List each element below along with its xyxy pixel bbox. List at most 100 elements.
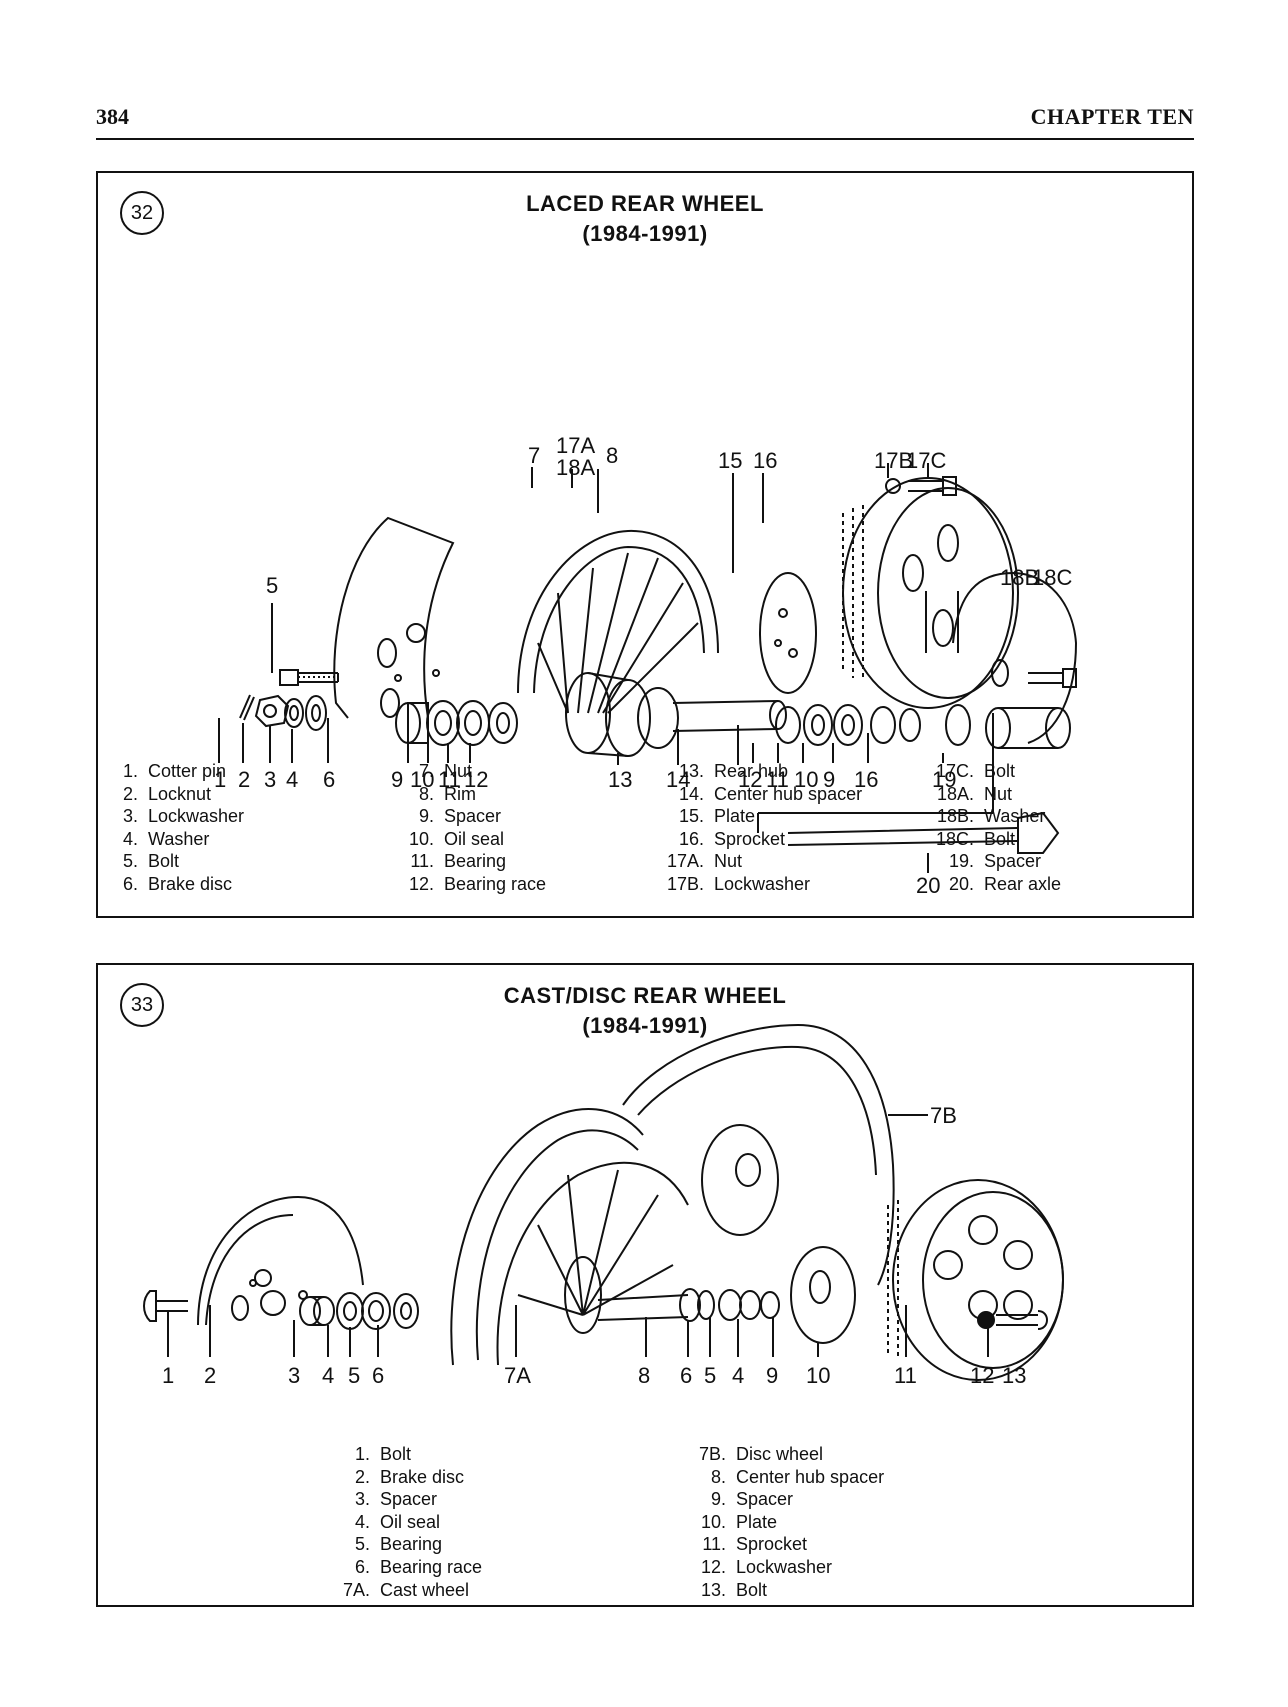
callout-15: 15: [718, 448, 742, 473]
callout-4: 4: [322, 1363, 334, 1388]
callout-13: 13: [608, 767, 632, 792]
legend-item-number: 2.: [354, 1466, 370, 1487]
callout-8: 8: [638, 1363, 650, 1388]
legend-item-number: 17B.: [666, 873, 704, 894]
legend-item: 12.Bearing race: [388, 873, 546, 896]
legend-item: 20. Rear axle: [928, 873, 1061, 896]
legend-item-number: 12.: [700, 1556, 726, 1577]
callout-20: 20: [916, 873, 940, 898]
legend-item: 8.Center hub spacer: [680, 1466, 884, 1489]
legend-item-number: 19.: [948, 851, 974, 872]
legend-item-label: Spacer: [380, 1489, 438, 1510]
legend-item: 2.Locknut: [104, 783, 244, 806]
legend-item: 14.Center hub spacer: [658, 783, 862, 806]
callout-5-right: 5: [704, 1363, 716, 1388]
legend-item-number: 7.: [418, 761, 434, 781]
legend-item: 13.Bolt: [680, 1579, 884, 1602]
legend-item-number: 10.: [408, 828, 434, 849]
legend-item-label: Rim: [444, 783, 476, 804]
callout-18c: 18C: [1032, 565, 1072, 590]
legend-item-label: Washer: [984, 806, 1046, 827]
legend-item: 19.Spacer: [928, 850, 1061, 873]
legend-item: 1. Bolt: [328, 1443, 482, 1466]
callout-13: 13: [1002, 1363, 1026, 1388]
legend-item: 16.Sprocket: [658, 828, 862, 851]
legend-item-label: Bolt: [380, 1444, 412, 1464]
callout-11: 11: [894, 1363, 917, 1388]
legend-item-number: 4.: [354, 1511, 370, 1532]
legend-item-number: 17A.: [666, 851, 704, 872]
callout-2: 2: [204, 1363, 216, 1388]
figure-title-line1: LACED REAR WHEEL: [526, 191, 764, 216]
legend-item: 1.Cotter pin: [104, 760, 244, 783]
legend-item-number: 9.: [710, 1489, 726, 1510]
legend-item: 11.Bearing: [388, 850, 546, 873]
legend-item-number: 18A.: [936, 783, 974, 804]
legend-item-number: 6.: [122, 873, 138, 894]
callout-6: 6: [372, 1363, 384, 1388]
legend-item: 7B.Disc wheel: [680, 1443, 884, 1466]
callout-10: 10: [410, 767, 434, 792]
legend-item-number: 11.: [702, 1534, 726, 1555]
legend-item-label: Plate: [736, 1511, 778, 1532]
callout-9-right: 9: [823, 767, 835, 792]
legend-item: 12. Lockwasher: [680, 1556, 884, 1579]
legend-item-number: 1.: [354, 1444, 370, 1464]
legend-item-label: Bearing race: [444, 873, 547, 894]
legend-item: 2. Brake disc: [328, 1466, 482, 1489]
legend-item-label: Lockwasher: [736, 1556, 833, 1577]
callout-7: 7: [528, 443, 540, 468]
legend-item-number: 7B.: [698, 1444, 726, 1464]
legend-item-label: Brake disc: [148, 873, 233, 894]
legend-item-number: 3.: [354, 1489, 370, 1510]
legend-item-label: Center hub spacer: [736, 1466, 885, 1487]
callout-17a: 17A: [556, 433, 595, 458]
callout-4-right: 4: [732, 1363, 744, 1388]
legend-item: 10.Oil seal: [388, 828, 546, 851]
legend-item-number: 1.: [122, 761, 138, 781]
legend-item: 6. Brake disc: [104, 873, 244, 896]
legend-item: 13.Rear hub: [658, 760, 862, 783]
legend-item-number: 3.: [122, 806, 138, 827]
legend-item-label: Bearing: [444, 851, 507, 872]
figure-title-line2: (1984-1991): [582, 221, 708, 246]
legend-item-number: 13.: [700, 1579, 726, 1600]
legend-column-4: 17C.Bolt 18A.Nut 18B.Washer 18C.Bolt 19.…: [928, 760, 1061, 896]
figure-title: LACED REAR WHEEL (1984-1991): [98, 189, 1192, 249]
legend-item-label: Bolt: [148, 851, 180, 872]
legend-item-number: 20.: [948, 873, 974, 894]
legend-item-number: 4.: [122, 828, 138, 849]
legend-item-label: Oil seal: [380, 1511, 441, 1532]
legend-item-number: 17C.: [935, 761, 974, 781]
callout-5: 5: [266, 573, 278, 598]
callout-6-right: 6: [680, 1363, 692, 1388]
legend-item-number: 15.: [678, 806, 704, 827]
legend-item-number: 9.: [418, 806, 434, 827]
figure-number-badge: 33: [120, 983, 164, 1027]
legend-item-label: Brake disc: [380, 1466, 465, 1487]
callout-6: 6: [323, 767, 335, 792]
legend-item: 8.Rim: [388, 783, 546, 806]
legend-item-number: 7A.: [342, 1579, 370, 1600]
page-header: 384 CHAPTER TEN: [96, 100, 1194, 140]
chapter-title: CHAPTER TEN: [1030, 104, 1194, 129]
callout-12-right: 12: [738, 767, 762, 792]
legend-item: 18A.Nut: [928, 783, 1061, 806]
figure-number-badge: 32: [120, 191, 164, 235]
legend-item-label: Center hub spacer: [714, 783, 863, 804]
callout-16-lower: 16: [854, 767, 878, 792]
legend-item: 5.Bolt: [104, 850, 244, 873]
legend-item-label: Rear axle: [984, 873, 1062, 894]
figure-cast-disc-rear-wheel: 1 2 3 4 5 6 7A 8 6 5 4 9 10 11 12 13 7B …: [96, 963, 1194, 1607]
callout-11: 11: [438, 767, 461, 792]
legend-item-label: Sprocket: [714, 828, 786, 849]
legend-item-label: Locknut: [148, 783, 212, 804]
callout-18a: 18A: [556, 455, 595, 480]
callout-17c: 17C: [906, 448, 946, 473]
legend-item: 10.Plate: [680, 1511, 884, 1534]
callout-5: 5: [348, 1363, 360, 1388]
legend-item: 9.Spacer: [388, 805, 546, 828]
cast-wheel-diagram: 1 2 3 4 5 6 7A 8 6 5 4 9 10 11 12 13 7B: [143, 1023, 1064, 1388]
callout-2: 2: [238, 767, 250, 792]
callout-11-right: 11: [766, 767, 789, 792]
